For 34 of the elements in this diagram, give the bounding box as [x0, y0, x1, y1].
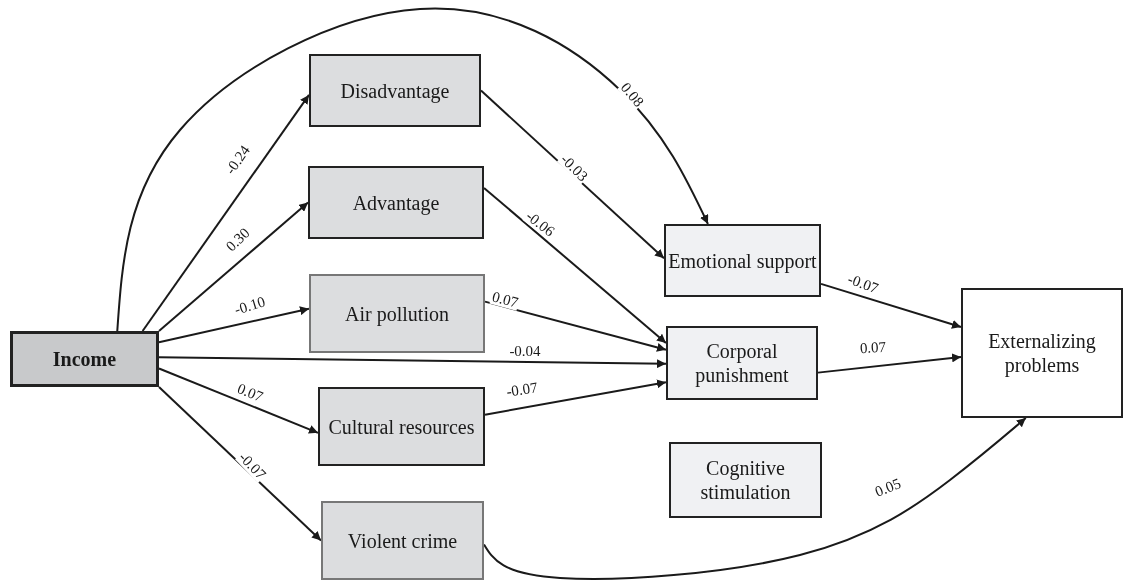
arrow — [158, 201, 309, 332]
arrow — [484, 379, 667, 416]
variable-box — [321, 501, 484, 580]
variable-box — [669, 442, 822, 518]
edge-label: 0.07 — [489, 289, 521, 311]
variable-box — [308, 166, 484, 239]
variable-box — [309, 274, 485, 353]
node-label: Cultural resources — [328, 414, 475, 439]
arrow — [820, 282, 962, 329]
node-label: Externalizing problems — [987, 329, 1097, 377]
variable-box — [664, 224, 821, 297]
variable-box — [961, 288, 1123, 418]
node-label: Air pollution — [345, 301, 449, 326]
arrow — [158, 367, 319, 434]
arrow — [817, 353, 962, 374]
arrow — [483, 186, 667, 344]
arrow — [158, 306, 310, 344]
arrow — [158, 356, 667, 369]
source-box — [10, 331, 159, 387]
arrow — [141, 93, 310, 332]
variable-box — [318, 387, 485, 466]
arrow — [483, 417, 1027, 580]
variable-box — [666, 326, 818, 400]
edge-label: -0.04 — [508, 343, 542, 359]
arrow — [116, 7, 709, 332]
node-label: Advantage — [352, 190, 440, 215]
node-label: Disadvantage — [340, 78, 450, 103]
node-label: Corporal punishment — [694, 339, 790, 387]
variable-box — [309, 54, 481, 127]
node-label: Emotional support — [668, 248, 817, 273]
edge-label: 0.07 — [858, 339, 888, 357]
node-label: Violent crime — [347, 528, 458, 553]
node-label: Income — [52, 347, 117, 371]
node-label: Cognitive stimulation — [699, 456, 792, 504]
